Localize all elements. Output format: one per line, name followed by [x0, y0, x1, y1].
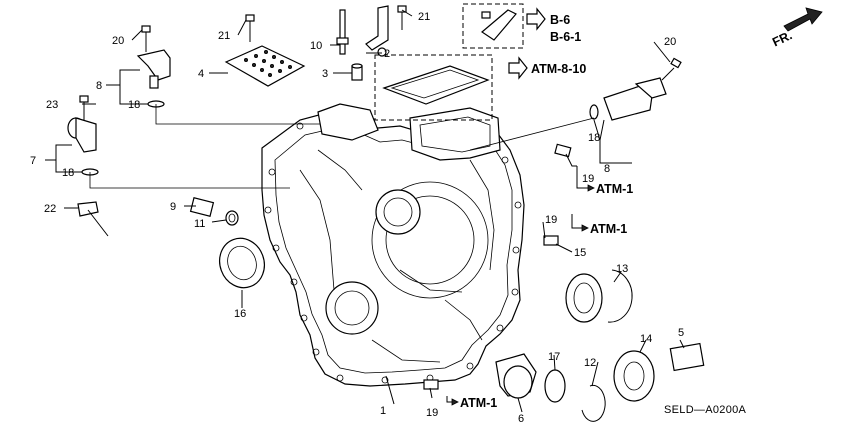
callout-16: 16	[234, 308, 246, 320]
clip-22	[77, 201, 99, 217]
front-direction-icon	[783, 7, 823, 32]
callout-19-b: 19	[545, 214, 557, 226]
callout-3: 3	[322, 68, 328, 80]
transmission-housing	[261, 103, 525, 387]
bearing-14	[613, 350, 655, 402]
callout-12: 12	[584, 357, 596, 369]
bracket-b6	[462, 3, 524, 49]
dowel-19-lower	[423, 379, 439, 390]
oil-seal-16	[219, 237, 265, 289]
diagram-code: SELD—A0200A	[664, 404, 747, 416]
front-label: FR.	[770, 28, 794, 49]
callout-10: 10	[310, 40, 322, 52]
callout-7: 7	[30, 155, 36, 167]
perforated-cover-part	[224, 45, 306, 87]
dowel-19-upper	[554, 143, 572, 158]
callout-13: 13	[616, 263, 628, 275]
callout-19-c: 19	[426, 407, 438, 419]
callout-20-right: 20	[664, 36, 676, 48]
callout-8-right: 8	[604, 163, 610, 175]
callout-labels: 1 2 3 4 5 6 7 8 8 9 10 11 12 13 14 15 16…	[30, 11, 684, 425]
ref-atm-1-upper: ATM-1	[596, 182, 633, 196]
bolt-20-right	[661, 57, 682, 81]
callout-21-right: 21	[418, 11, 430, 23]
callout-18-a: 18	[128, 99, 140, 111]
callout-2: 2	[384, 48, 390, 60]
shaft-gear-6	[495, 353, 537, 399]
cover-gasket-part	[374, 54, 493, 121]
callout-19-a: 19	[582, 173, 594, 185]
callout-4: 4	[198, 68, 204, 80]
sensor-8-right	[589, 77, 667, 121]
bolt-21-right	[397, 5, 407, 30]
leader-lines	[45, 9, 685, 413]
callout-6: 6	[518, 413, 524, 425]
ref-atm-1-lower: ATM-1	[460, 396, 497, 410]
washer-11	[225, 210, 239, 226]
callout-1: 1	[380, 405, 386, 417]
ring-17	[544, 369, 566, 403]
callout-5: 5	[678, 327, 684, 339]
sensor-8-left	[136, 49, 171, 108]
callout-8-left: 8	[96, 80, 102, 92]
sensor-5	[669, 342, 705, 372]
ref-b6: B-6	[550, 13, 570, 27]
bracket-2	[365, 5, 389, 57]
stud-10	[336, 9, 349, 55]
reference-arrow-icons	[446, 7, 595, 406]
callout-18-c: 18	[588, 132, 600, 144]
callout-23: 23	[46, 99, 58, 111]
bolt-21-left	[245, 14, 255, 42]
callout-21-left: 21	[218, 30, 230, 42]
dowel-19-middle	[543, 235, 559, 246]
ref-b6-1: B-6-1	[550, 30, 581, 44]
callout-14: 14	[640, 333, 652, 345]
bearing-15	[565, 273, 603, 323]
ref-atm-8-10: ATM-8-10	[531, 62, 586, 76]
callout-20-left: 20	[112, 35, 124, 47]
plug-3	[351, 63, 363, 81]
callout-17: 17	[548, 351, 560, 363]
callout-9: 9	[170, 201, 176, 213]
snap-ring-13	[607, 269, 633, 323]
bolt-23	[79, 95, 89, 122]
callout-22: 22	[44, 203, 56, 215]
seal-12	[581, 384, 606, 422]
plug-9	[189, 197, 215, 217]
callout-18-b: 18	[62, 167, 74, 179]
ref-atm-1-middle: ATM-1	[590, 222, 627, 236]
callout-11: 11	[194, 218, 205, 230]
bolt-20-left	[141, 25, 151, 52]
reference-labels: B-6 B-6-1 ATM-8-10 ATM-1 ATM-1 ATM-1	[460, 13, 633, 410]
callout-15: 15	[574, 247, 586, 259]
